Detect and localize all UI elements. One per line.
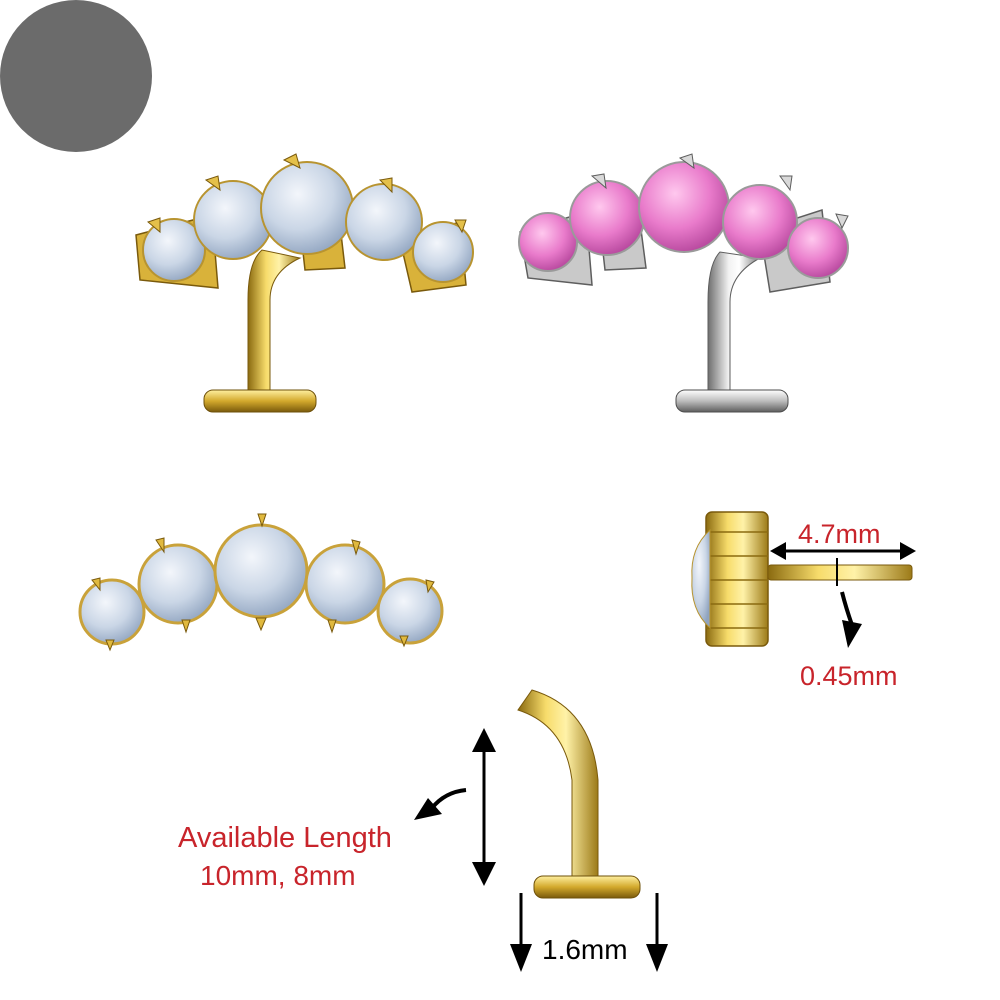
side-view-image (691, 511, 916, 648)
gauge-label: 0.45mm (800, 661, 898, 691)
badge-spec: F-136 (477, 82, 523, 101)
material-badge: ASTM F-136 TITANIUM G23 (0, 0, 544, 152)
silver-product-image (518, 153, 849, 413)
available-length-label: Available Length (178, 822, 392, 854)
post-length-image (414, 689, 668, 972)
available-length-values: 10mm, 8mm (200, 860, 356, 891)
front-view-image (78, 513, 444, 652)
badge-standard: ASTM (454, 26, 546, 61)
badge-material: TITANIUM G23 (455, 110, 545, 125)
base-thickness-label: 1.6mm (542, 934, 628, 965)
gold-product-image (135, 153, 474, 413)
top-width-label: 4.7mm (798, 519, 881, 549)
